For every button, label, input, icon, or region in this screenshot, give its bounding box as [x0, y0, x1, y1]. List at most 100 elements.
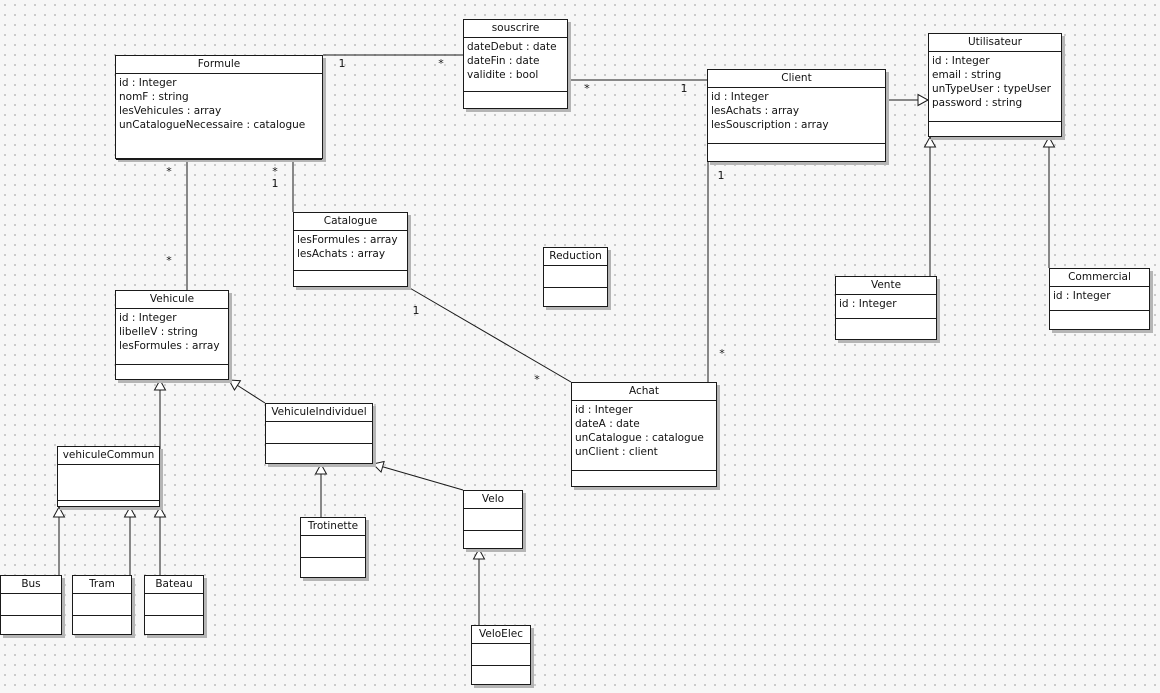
class-box-utilisateur[interactable]: Utilisateur id : Integer email : string unT… [928, 33, 1062, 137]
class-attribute: lesAchats : array [711, 105, 800, 117]
multiplicity-label: 1 [717, 169, 725, 182]
class-name: Vehicule [116, 291, 228, 309]
class-name: Bus [1, 576, 61, 594]
operation-compartment [572, 471, 716, 486]
multiplicity-label: * [166, 165, 172, 178]
class-attribute: lesAchats : array [297, 248, 386, 260]
attribute-compartment [472, 644, 530, 666]
class-name: Tram [73, 576, 131, 594]
operation-compartment [145, 616, 203, 634]
class-attribute: validite : bool [467, 69, 539, 81]
attribute-compartment: id : Integer [1050, 287, 1149, 311]
class-box-vehiculecommun[interactable]: vehiculeCommun [57, 446, 160, 507]
class-attribute: password : string [932, 97, 1023, 109]
multiplicity-label: * [584, 82, 590, 95]
multiplicity-label: 1 [680, 82, 688, 95]
class-box-catalogue[interactable]: Catalogue lesFormules : array lesAchats : … [293, 212, 408, 287]
operation-compartment [929, 122, 1061, 136]
class-attribute: lesSouscription : array [711, 119, 829, 131]
class-name: VeloElec [472, 626, 530, 644]
class-attribute: email : string [932, 69, 1002, 81]
class-box-bateau[interactable]: Bateau [144, 575, 204, 635]
attribute-compartment [301, 536, 365, 558]
inheritance-arrowhead [923, 135, 937, 148]
attribute-compartment: id : Integer lesAchats : array lesSouscrip… [708, 88, 885, 144]
multiplicity-label: * [534, 373, 540, 386]
class-name: VehiculeIndividuel [266, 404, 372, 422]
class-attribute: lesVehicules : array [119, 105, 222, 117]
class-box-trotinette[interactable]: Trotinette [300, 517, 366, 578]
class-name: Velo [464, 491, 522, 509]
class-name: Commercial [1050, 269, 1149, 287]
association-line-catalogue-achat [407, 286, 572, 383]
class-attribute: unCatalogueNecessaire : catalogue [119, 119, 306, 131]
generalization-line-velo-vehiculeindividuel [382, 466, 464, 491]
class-attribute: libelleV : string [119, 326, 198, 338]
class-attribute: id : Integer [575, 404, 633, 416]
class-attribute: id : Integer [711, 91, 769, 103]
class-name: Formule [116, 56, 322, 74]
multiplicity-label: * [438, 57, 444, 70]
class-attribute: unClient : client [575, 446, 658, 458]
operation-compartment [472, 666, 530, 684]
attribute-compartment: id : Integer [836, 295, 936, 319]
class-name: Trotinette [301, 518, 365, 536]
class-attribute: unTypeUser : typeUser [932, 83, 1051, 95]
attribute-compartment: id : Integer email : string unTypeUser : t… [929, 52, 1061, 122]
class-attribute: dateFin : date [467, 55, 540, 67]
class-name: souscrire [464, 20, 567, 38]
operation-compartment [1, 616, 61, 634]
inheritance-arrowhead [1042, 135, 1056, 148]
multiplicity-label: 1 [412, 304, 420, 317]
operation-compartment [1050, 311, 1149, 329]
inheritance-arrowhead [52, 505, 66, 518]
multiplicity-label: * [719, 347, 725, 360]
class-attribute: nomF : string [119, 91, 189, 103]
operation-compartment [836, 319, 936, 339]
inheritance-arrowhead [917, 93, 930, 107]
class-name: Catalogue [294, 213, 407, 231]
class-attribute: lesFormules : array [297, 234, 398, 246]
attribute-compartment [266, 422, 372, 444]
inheritance-arrowhead [472, 547, 486, 560]
operation-compartment [708, 144, 885, 161]
class-box-reduction[interactable]: Reduction [543, 247, 608, 307]
operation-compartment [301, 558, 365, 577]
class-box-vehiculeindividuel[interactable]: VehiculeIndividuel [265, 403, 373, 464]
class-box-bus[interactable]: Bus [0, 575, 62, 635]
class-name: Bateau [145, 576, 203, 594]
attribute-compartment [544, 266, 607, 288]
class-attribute: lesFormules : array [119, 340, 220, 352]
class-box-velo[interactable]: Velo [463, 490, 523, 549]
inheritance-arrowhead [153, 505, 167, 518]
class-name: Utilisateur [929, 34, 1061, 52]
operation-compartment [464, 531, 522, 548]
class-attribute: id : Integer [1053, 290, 1111, 302]
attribute-compartment [1, 594, 61, 616]
class-attribute: id : Integer [932, 55, 990, 67]
class-box-veloelec[interactable]: VeloElec [471, 625, 531, 685]
multiplicity-label: * [272, 165, 278, 178]
operation-compartment [294, 271, 407, 286]
attribute-compartment [73, 594, 131, 616]
attribute-compartment: lesFormules : array lesAchats : array [294, 231, 407, 271]
operation-compartment [266, 444, 372, 463]
inheritance-arrowhead [153, 378, 167, 391]
class-box-tram[interactable]: Tram [72, 575, 132, 635]
inheritance-arrowhead [372, 460, 385, 474]
class-box-commercial[interactable]: Commercial id : Integer [1049, 268, 1150, 330]
class-attribute: dateA : date [575, 418, 640, 430]
class-attribute: id : Integer [839, 298, 897, 310]
